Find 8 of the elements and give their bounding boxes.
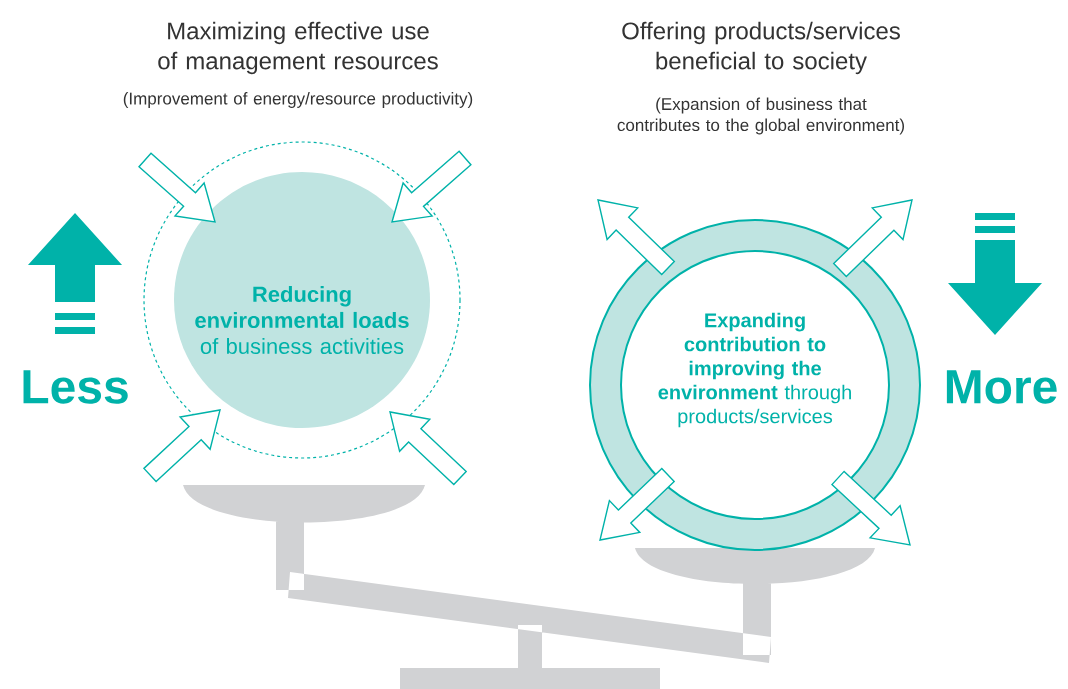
comparison-label: Less	[23, 370, 128, 404]
node-text: Expanding contribution to improving the environment through products/services	[658, 312, 851, 428]
heading: Offering products/services beneficial to society	[622, 21, 900, 75]
heading: Maximizing effective use of management resources	[158, 21, 438, 75]
node-text: Reducing environmental loads of business activities	[195, 285, 409, 355]
subheading: (Expansion of business that contributes to the global environment)	[617, 97, 904, 135]
comparison-label: More	[946, 370, 1057, 404]
subheading: (Improvement of energy/resource productivity)	[123, 92, 473, 108]
